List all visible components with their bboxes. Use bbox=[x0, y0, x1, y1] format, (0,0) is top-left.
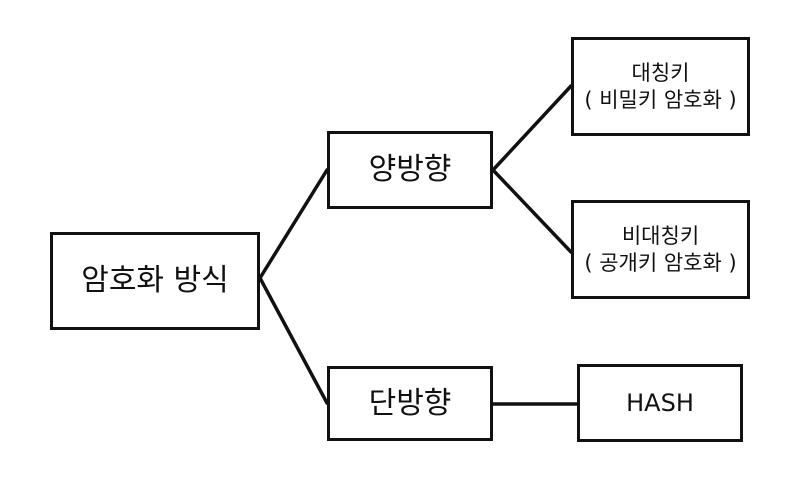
node-unidirectional: 단방향 bbox=[327, 366, 493, 441]
edge-bidirectional-asymmetric bbox=[491, 168, 573, 254]
node-symmetric-key: 대칭키 ( 비밀키 암호화 ) bbox=[571, 37, 750, 136]
node-label: 대칭키 bbox=[631, 61, 690, 86]
node-label: 단방향 bbox=[368, 385, 452, 421]
edge-root-unidirectional bbox=[258, 276, 329, 405]
edge-bidirectional-symmetric bbox=[491, 84, 573, 172]
node-label: 양방향 bbox=[368, 152, 452, 188]
node-bidirectional: 양방향 bbox=[327, 131, 493, 209]
node-asymmetric-key: 비대칭키 ( 공개키 암호화 ) bbox=[571, 200, 750, 299]
node-label: 비대칭키 bbox=[621, 224, 700, 249]
node-label: HASH bbox=[626, 389, 694, 417]
node-sublabel: ( 공개키 암호화 ) bbox=[584, 250, 737, 275]
node-label: 암호화 방식 bbox=[81, 263, 229, 299]
node-encryption-methods: 암호화 방식 bbox=[50, 232, 260, 330]
edge-root-bidirectional bbox=[258, 168, 329, 280]
node-sublabel: ( 비밀키 암호화 ) bbox=[584, 87, 737, 112]
node-hash: HASH bbox=[577, 364, 743, 442]
